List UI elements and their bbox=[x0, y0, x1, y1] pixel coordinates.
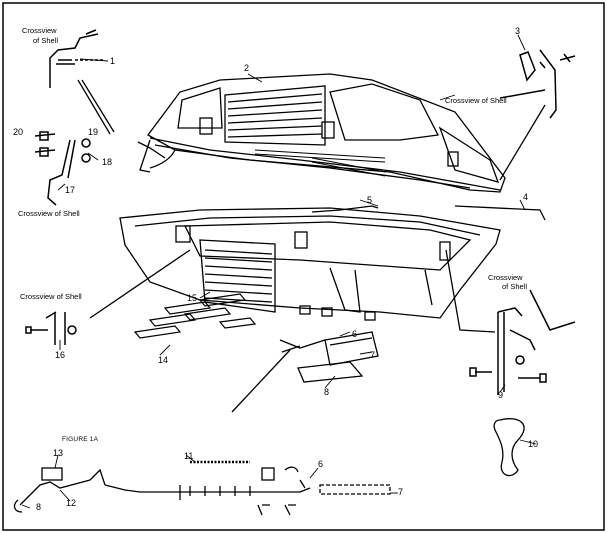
bracket-parts-7-8 bbox=[279, 331, 379, 383]
callout-1: 1 bbox=[110, 56, 116, 66]
lower-tray bbox=[119, 207, 501, 321]
callout-6b: 6 bbox=[318, 459, 324, 469]
callout-7b: 7 bbox=[398, 487, 404, 497]
handle-part-10 bbox=[493, 418, 525, 477]
callout-13: 13 bbox=[53, 448, 64, 458]
callout-18: 18 bbox=[102, 157, 113, 167]
crossview-label-lowerleft: Crossview of Shell bbox=[20, 292, 82, 301]
callout-2: 2 bbox=[244, 63, 250, 73]
upper-shell bbox=[139, 73, 506, 193]
crossview-label-topright: Crossview of Shell bbox=[445, 96, 507, 105]
rails-and-rods bbox=[77, 79, 546, 413]
callout-20: 20 bbox=[13, 127, 24, 137]
callout-19: 19 bbox=[88, 127, 99, 137]
callout-9: 9 bbox=[498, 390, 504, 400]
callout-8b: 8 bbox=[36, 502, 42, 512]
callout-6a: 6 bbox=[352, 329, 358, 339]
leader-lines bbox=[21, 34, 537, 509]
crossview-shell-topright bbox=[499, 49, 576, 119]
callout-5: 5 bbox=[367, 195, 373, 205]
crossview-label-topleft-line1: Crossview bbox=[22, 26, 57, 35]
crossview-shell-topleft bbox=[49, 29, 105, 88]
callout-4: 4 bbox=[523, 192, 529, 202]
callout-3: 3 bbox=[515, 26, 521, 36]
crossview-label-topleft-line2: of Shell bbox=[33, 36, 59, 45]
crossview-label-right-line1: Crossview bbox=[488, 273, 523, 282]
callout-17: 17 bbox=[65, 185, 76, 195]
callout-16: 16 bbox=[55, 350, 66, 360]
crossview-label-right-line2: of Shell bbox=[502, 282, 528, 291]
callout-10: 10 bbox=[528, 439, 539, 449]
upper-shell-hatching bbox=[254, 149, 386, 177]
crossview-shell-left bbox=[34, 131, 91, 206]
figure-label: FIGURE 1A bbox=[62, 436, 99, 443]
callout-15: 15 bbox=[187, 293, 198, 303]
callout-12: 12 bbox=[66, 498, 77, 508]
hinge-strips-14 bbox=[133, 293, 257, 339]
crossview-shell-midleft bbox=[25, 311, 77, 345]
callout-14: 14 bbox=[158, 355, 169, 365]
crossview-label-left: Crossview of Shell bbox=[18, 209, 80, 218]
callout-7a: 7 bbox=[370, 350, 376, 360]
callout-11: 11 bbox=[184, 451, 194, 461]
crossview-shell-right bbox=[469, 289, 576, 395]
callout-8a: 8 bbox=[324, 387, 330, 397]
figure-1a-assembly bbox=[13, 460, 391, 516]
